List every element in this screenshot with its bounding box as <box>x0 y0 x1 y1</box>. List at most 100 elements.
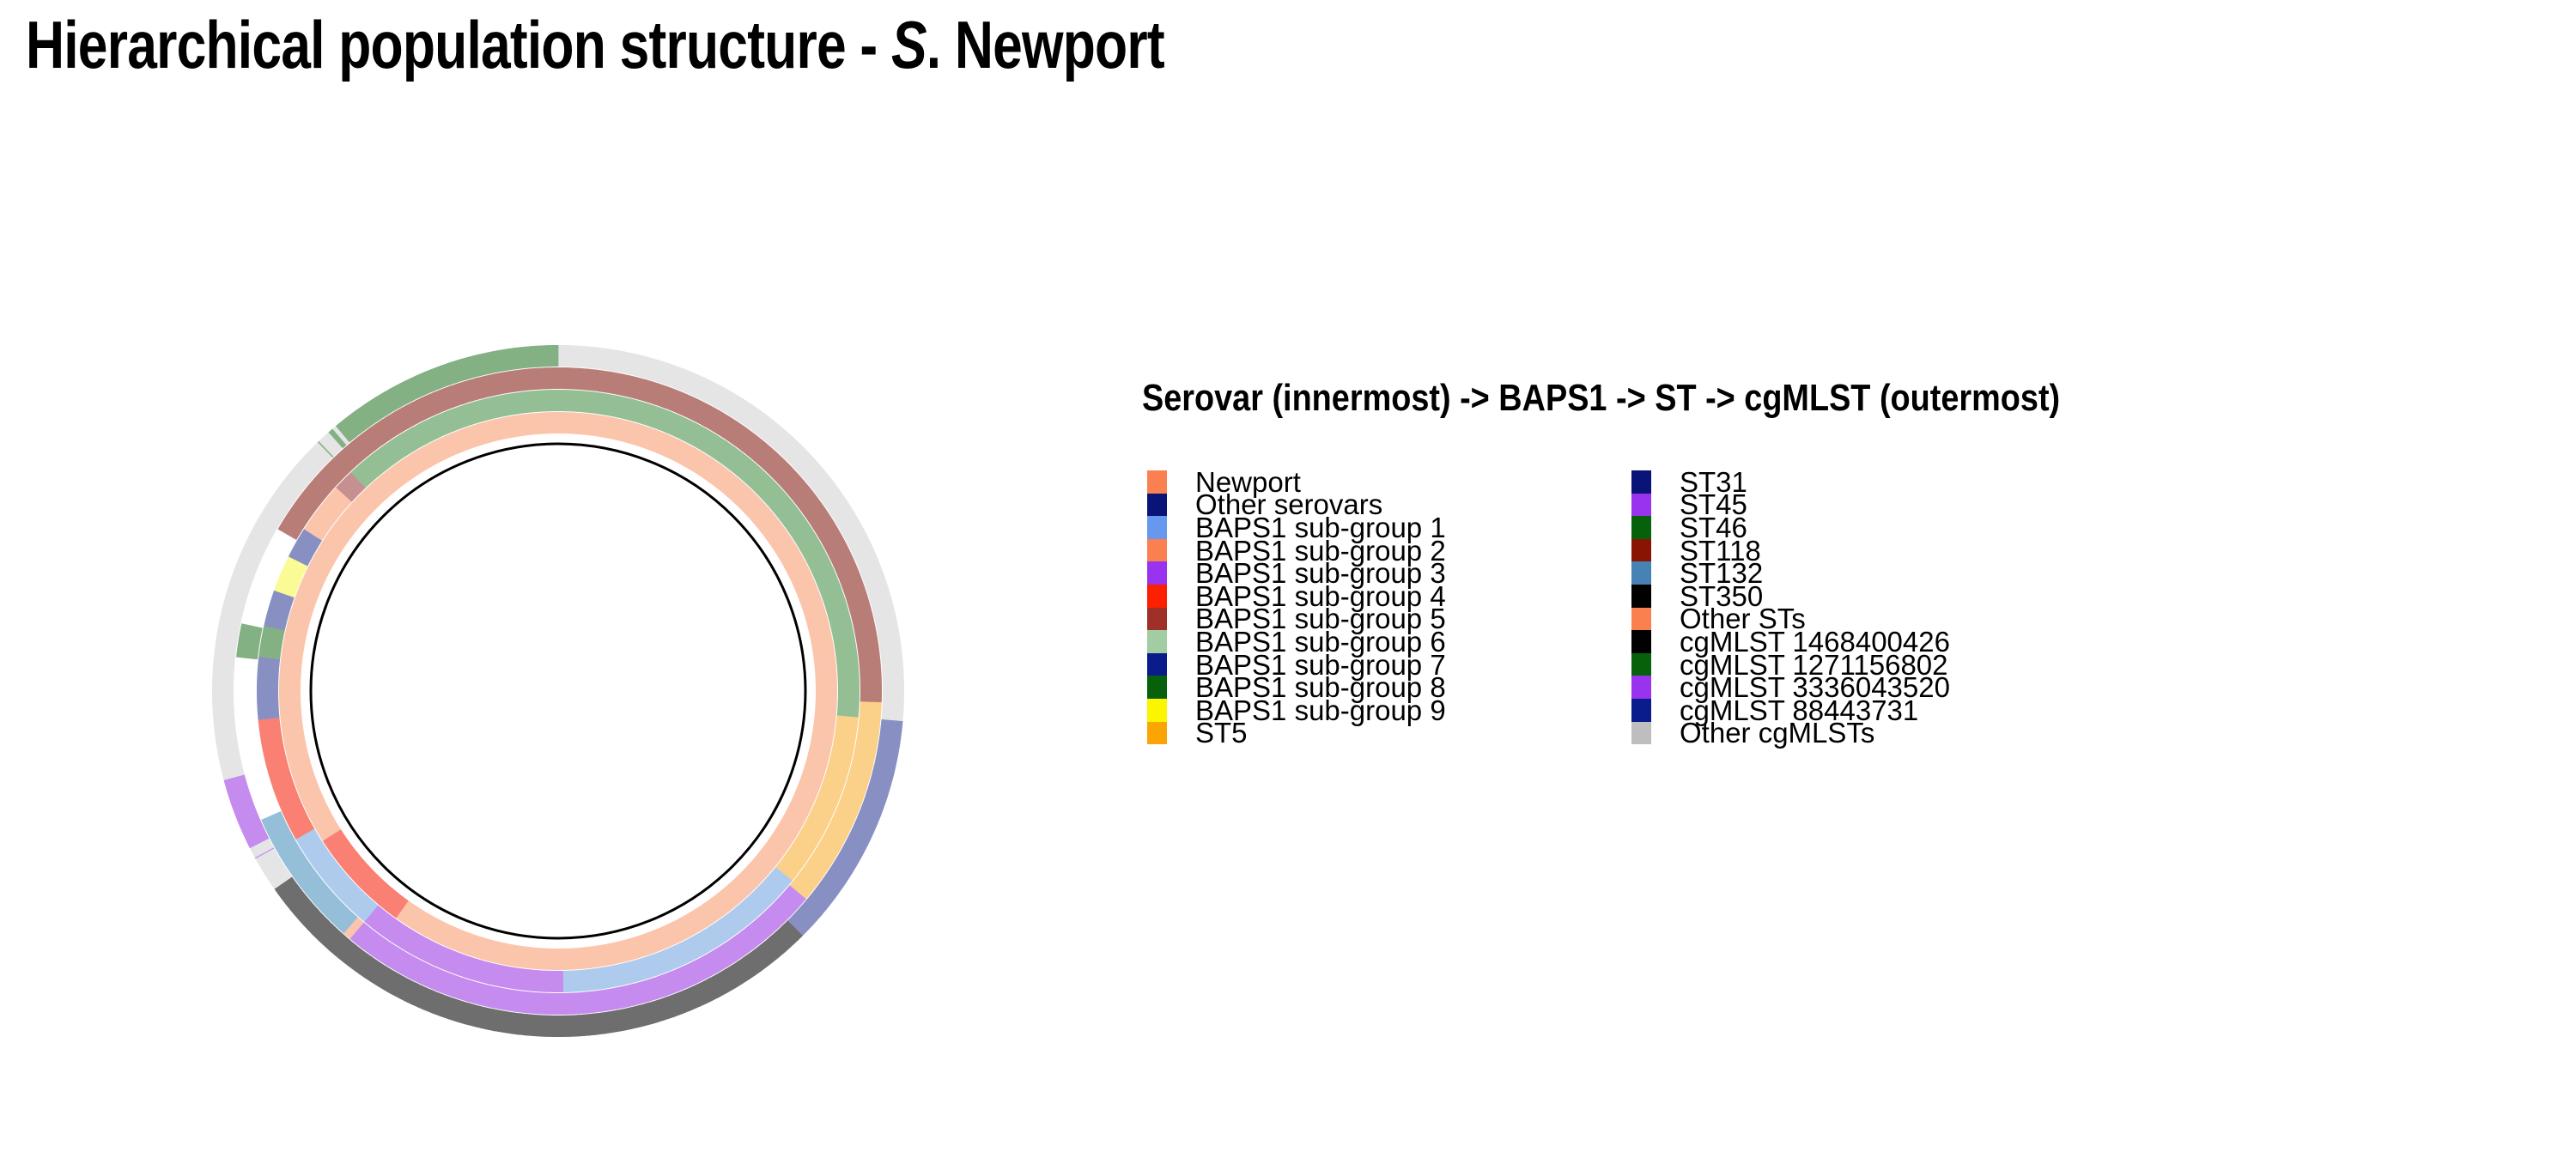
ring-segment <box>297 832 318 846</box>
ring-segment <box>578 947 582 970</box>
ring-segment <box>791 882 810 898</box>
ring-segment <box>731 483 747 502</box>
ring-segment <box>794 791 816 803</box>
legend-item[interactable]: ST118 <box>1631 537 1950 565</box>
ring-segment <box>286 624 308 632</box>
ring-segment <box>372 452 388 471</box>
ring-segment <box>550 1015 554 1037</box>
ring-segment <box>264 863 285 877</box>
ring-segment <box>790 569 811 581</box>
ring-segment <box>478 984 487 1006</box>
legend-item[interactable]: BAPS1 sub-group 3 <box>1147 559 1446 587</box>
ring-segment <box>485 985 493 1008</box>
ring-segment <box>649 430 660 452</box>
legend-item[interactable]: BAPS1 sub-group 4 <box>1147 582 1446 610</box>
ring-segment <box>520 347 526 369</box>
ring-segment <box>759 849 779 865</box>
ring-segment <box>777 504 797 519</box>
ring-segment <box>284 743 307 750</box>
legend-item[interactable]: cgMLST 1271156802 <box>1631 651 1950 679</box>
ring-segment <box>830 751 853 759</box>
ring-segment <box>448 928 459 949</box>
ring-segment <box>265 757 287 766</box>
ring-segment <box>691 936 704 956</box>
ring-segment <box>508 989 514 1012</box>
legend-item[interactable]: ST5 <box>1147 718 1446 747</box>
ring-segment <box>252 526 273 540</box>
ring-segment <box>305 486 325 502</box>
ring-segment <box>707 464 722 483</box>
ring-segment <box>760 451 777 469</box>
ring-segment <box>389 895 404 915</box>
ring-segment <box>268 767 290 776</box>
ring-segment <box>280 482 300 498</box>
ring-segment <box>213 716 235 722</box>
legend-item[interactable]: cgMLST 1468400426 <box>1631 627 1950 656</box>
ring-segment <box>648 359 658 380</box>
ring-segment <box>855 632 878 639</box>
legend-item[interactable]: BAPS1 sub-group 1 <box>1147 513 1446 542</box>
ring-segment <box>630 354 639 376</box>
legend-item[interactable]: BAPS1 sub-group 5 <box>1147 604 1446 633</box>
ring-segment <box>859 561 880 572</box>
ring-segment <box>402 955 415 976</box>
ring-segment <box>287 556 308 568</box>
ring-segment <box>665 364 675 385</box>
ring-segment <box>380 943 394 963</box>
ring-segment <box>620 940 629 962</box>
legend-item[interactable]: Other serovars <box>1147 490 1446 518</box>
ring-segment <box>421 964 433 985</box>
ring-segment <box>676 368 687 390</box>
legend-item[interactable]: BAPS1 sub-group 7 <box>1147 651 1446 679</box>
ring-segment <box>677 991 689 1013</box>
ring-tick <box>328 428 347 449</box>
ring-segment <box>814 478 833 494</box>
ring-segment <box>380 916 395 936</box>
ring-segment <box>787 562 807 574</box>
ring-segment <box>675 919 687 940</box>
legend-item[interactable]: Newport <box>1147 468 1446 496</box>
ring-segment <box>842 790 865 800</box>
ring-segment <box>646 428 656 450</box>
legend-item[interactable]: BAPS1 sub-group 9 <box>1147 696 1446 724</box>
legend-item[interactable]: ST350 <box>1631 582 1950 610</box>
legend-item[interactable]: ST45 <box>1631 490 1950 518</box>
ring-segment <box>261 636 283 643</box>
ring-segment <box>595 967 601 990</box>
ring-segment <box>319 862 339 878</box>
legend-item[interactable]: cgMLST 88443731 <box>1631 696 1950 724</box>
ring-segment <box>269 771 291 780</box>
legend-item[interactable]: cgMLST 3336043520 <box>1631 673 1950 701</box>
legend-item[interactable]: BAPS1 sub-group 2 <box>1147 537 1446 565</box>
ring-segment <box>401 930 416 950</box>
ring-segment <box>276 878 295 894</box>
legend-item[interactable]: BAPS1 sub-group 6 <box>1147 627 1446 656</box>
ring-segment <box>278 524 299 538</box>
ring-segment <box>591 946 597 968</box>
ring-segment <box>716 415 731 435</box>
legend-item[interactable]: Other STs <box>1631 604 1950 633</box>
ring-segment <box>708 436 723 457</box>
legend-item[interactable]: Other cgMLSTs <box>1631 718 1950 747</box>
legend-item[interactable]: ST132 <box>1631 559 1950 587</box>
ring-segment <box>732 878 750 896</box>
ring-segment <box>784 854 804 870</box>
ring-segment <box>217 627 240 635</box>
ring-segment <box>815 688 838 692</box>
ring-segment <box>300 494 319 509</box>
legend-item[interactable]: ST46 <box>1631 513 1950 542</box>
ring-segment <box>440 388 452 409</box>
ring-segment <box>783 476 802 492</box>
ring-segment <box>356 496 374 513</box>
ring-segment <box>611 395 617 417</box>
ring-segment <box>381 944 396 964</box>
ring-segment <box>488 374 495 397</box>
ring-segment <box>766 840 786 855</box>
ring-segment <box>263 815 284 827</box>
legend-item[interactable]: BAPS1 sub-group 8 <box>1147 673 1446 701</box>
ring-segment <box>261 811 283 822</box>
ring-segment <box>779 470 798 488</box>
legend-item[interactable]: ST31 <box>1631 468 1950 496</box>
ring-segment <box>805 763 826 772</box>
ring-segment <box>470 935 479 957</box>
